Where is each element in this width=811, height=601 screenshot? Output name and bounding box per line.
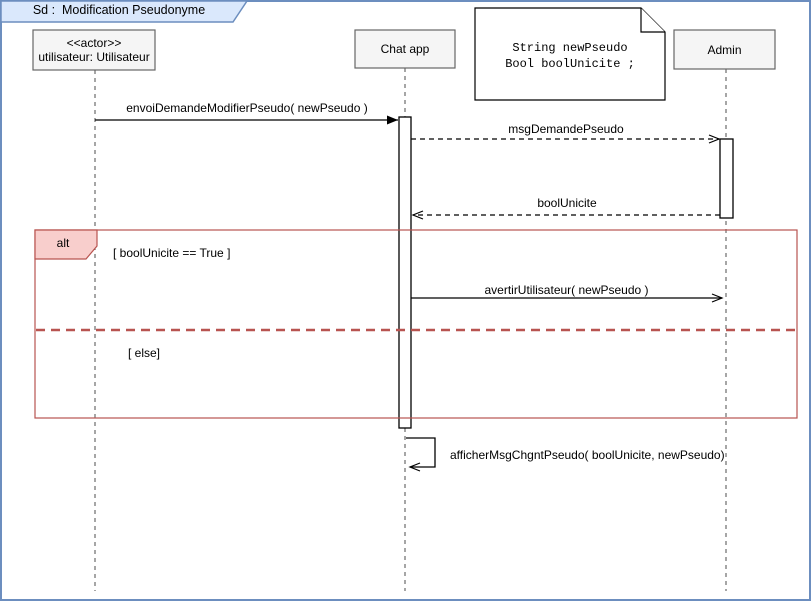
alt-guard-true-label: [ boolUnicite == True ]: [113, 246, 231, 260]
note-text: String newPseudo Bool boolUnicite ;: [475, 40, 665, 72]
admin-box-label: Admin: [707, 42, 742, 57]
chat-app-activation: [398, 116, 412, 429]
note-shape: [474, 7, 666, 101]
note-fold-icon: [640, 8, 665, 33]
message-label-avertirUtilisateur: avertirUtilisateur( newPseudo ): [484, 283, 649, 297]
message-label-afficherMsgChgntPseudo: afficherMsgChgntPseudo( boolUnicite, new…: [450, 448, 725, 462]
frame-title-tab: [0, 0, 249, 23]
chat-app-box: [354, 29, 456, 69]
chat-app-box-label: Chat app: [380, 42, 430, 56]
alt-fragment-label-pentagon: [34, 229, 98, 260]
message-label-envoiDemandeModifierPseudo: envoiDemandeModifierPseudo( newPseudo ): [126, 101, 368, 115]
diagram-title: Sd : Modification Pseudonyme: [32, 3, 206, 17]
utilisateur-stereotype: <<actor>>: [66, 36, 122, 50]
utilisateur-box-label: <<actor>> utilisateur: Utilisateur: [33, 30, 155, 70]
alt-fragment-border: [34, 229, 798, 419]
alt-operator-label: alt: [56, 236, 70, 250]
message-label-boolUnicite: boolUnicite: [537, 196, 597, 210]
note-line-2: Bool boolUnicite ;: [505, 57, 635, 71]
note-line-1: String newPseudo: [512, 41, 628, 55]
admin-box: [673, 29, 776, 70]
self-message-arrow-afficherMsgChgntPseudo: [406, 437, 436, 472]
utilisateur-box: [32, 29, 156, 71]
message-label-msgDemandePseudo: msgDemandePseudo: [508, 122, 624, 136]
alt-guard-else-label: [ else]: [128, 346, 161, 360]
utilisateur-name: utilisateur: Utilisateur: [38, 50, 150, 64]
admin-activation: [719, 138, 734, 219]
